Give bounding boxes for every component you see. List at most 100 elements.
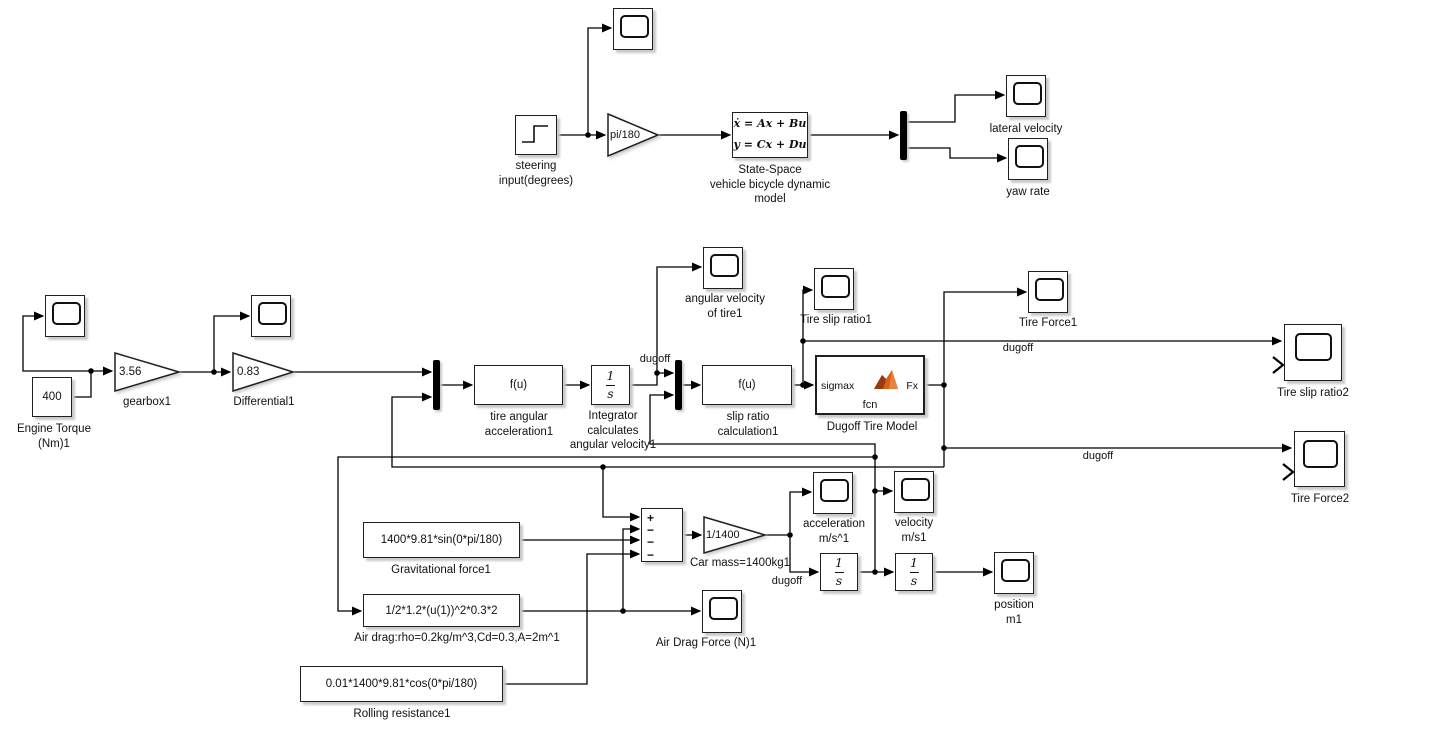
steering-input-label: steering input(degrees) bbox=[498, 160, 574, 187]
matlab-function-dugoff[interactable]: sigmax Fx fcn bbox=[815, 355, 925, 415]
scope-screen-icon bbox=[820, 479, 849, 502]
scope-engine-torque[interactable] bbox=[45, 295, 85, 337]
scope-tire-slip-ratio1[interactable] bbox=[814, 268, 854, 310]
gain-value: 0.83 bbox=[237, 366, 260, 378]
fcn-expression: 1/2*1.2*(u(1))^2*0.3*2 bbox=[385, 604, 498, 617]
constant-value: 400 bbox=[42, 391, 62, 403]
integrator-velocity[interactable]: 1 s bbox=[820, 553, 858, 591]
scope-lateral-velocity[interactable] bbox=[1006, 75, 1046, 117]
scope-yaw-rate[interactable] bbox=[1008, 138, 1048, 180]
scope-differential[interactable] bbox=[251, 295, 291, 337]
tire-angular-acceleration-label: tire angular acceleration1 bbox=[484, 411, 554, 438]
differential-label: Differential1 bbox=[233, 396, 295, 408]
state-space-label: State-Space vehicle bicycle dynamic mode… bbox=[709, 164, 831, 206]
sum-forces-block[interactable]: + − − − bbox=[641, 508, 683, 562]
fcn-label: fcn bbox=[862, 399, 878, 411]
scope-screen-icon bbox=[1035, 278, 1064, 301]
scope-air-drag-force[interactable] bbox=[702, 590, 742, 633]
unconnected-port-icon bbox=[1282, 463, 1295, 481]
dugoff-tire-model-label: Dugoff Tire Model bbox=[826, 421, 918, 433]
state-equation: ẋ = Ax + Bu bbox=[733, 117, 807, 131]
scope-screen-icon bbox=[52, 302, 81, 325]
output-equation: y = Cx + Du bbox=[733, 138, 807, 151]
constant-engine-torque[interactable]: 400 bbox=[32, 377, 72, 417]
input-port-label: sigmax bbox=[821, 380, 855, 392]
scope-velocity[interactable] bbox=[894, 471, 934, 513]
slip-ratio-label: slip ratio calculation1 bbox=[717, 411, 779, 438]
scope-screen-icon bbox=[1015, 145, 1044, 168]
gain-value: pi/180 bbox=[610, 129, 640, 141]
signal-label-dugoff: dugoff bbox=[639, 353, 671, 365]
car-mass-label: Car mass=1400kg1 bbox=[689, 557, 791, 569]
step-signal-icon bbox=[522, 125, 548, 143]
rolling-resistance-label: Rolling resistance1 bbox=[353, 708, 451, 720]
scope-angular-velocity-tire[interactable] bbox=[703, 247, 743, 289]
unconnected-port-icon bbox=[1272, 356, 1285, 374]
wire bbox=[622, 524, 641, 611]
sum-sign: − bbox=[647, 548, 655, 562]
fcn-expression: f(u) bbox=[738, 379, 756, 391]
integrator-position[interactable]: 1 s bbox=[895, 553, 933, 591]
gain-car-mass[interactable]: 1/1400 bbox=[703, 516, 766, 554]
frac-denominator: s bbox=[910, 572, 918, 588]
mux-slip-inputs[interactable] bbox=[675, 360, 682, 410]
output-port-label: Fx bbox=[906, 380, 918, 392]
fraction-bar-icon bbox=[606, 384, 615, 386]
gain-triangle-icon bbox=[114, 352, 180, 392]
gain-value: 1/1400 bbox=[706, 529, 740, 541]
engine-torque-label: Engine Torque (Nm)1 bbox=[17, 423, 91, 450]
fcn-expression: f(u) bbox=[509, 379, 528, 391]
wire bbox=[943, 287, 1028, 385]
position-label: position m1 bbox=[994, 599, 1034, 626]
matlab-logo-icon bbox=[874, 370, 898, 389]
tire-slip-ratio1-label: Tire slip ratio1 bbox=[800, 314, 872, 326]
integrator-angular-velocity[interactable]: 1 s bbox=[591, 365, 630, 405]
scope-position[interactable] bbox=[994, 552, 1034, 594]
mux-torque-fx[interactable] bbox=[433, 360, 440, 410]
fcn-air-drag[interactable]: 1/2*1.2*(u(1))^2*0.3*2 bbox=[363, 594, 520, 627]
gain-differential[interactable]: 0.83 bbox=[232, 352, 294, 392]
signal-label-dugoff: dugoff bbox=[771, 575, 803, 587]
yaw-rate-label: yaw rate bbox=[1006, 186, 1050, 198]
frac-denominator: s bbox=[835, 572, 843, 588]
scope-acceleration[interactable] bbox=[813, 472, 853, 514]
scope-screen-icon bbox=[258, 302, 287, 325]
wire bbox=[907, 147, 1008, 163]
scope-tire-force1[interactable] bbox=[1028, 271, 1068, 313]
scope-screen-icon bbox=[620, 15, 649, 38]
gravitational-force-label: Gravitational force1 bbox=[391, 564, 491, 576]
fcn-tire-angular-acceleration[interactable]: f(u) bbox=[474, 365, 563, 405]
demux-steering-outputs[interactable] bbox=[900, 111, 907, 160]
scope-steering[interactable] bbox=[613, 8, 653, 50]
frac-numerator: 1 bbox=[606, 368, 615, 383]
angular-velocity-tire-label: angular velocity of tire1 bbox=[685, 293, 765, 320]
gearbox-label: gearbox1 bbox=[123, 396, 171, 408]
fraction-bar-icon bbox=[909, 571, 919, 573]
wire bbox=[874, 486, 894, 572]
scope-screen-icon bbox=[1295, 333, 1332, 361]
scope-tire-slip-ratio2[interactable] bbox=[1284, 324, 1342, 381]
step-block-steering-input[interactable] bbox=[515, 115, 557, 155]
scope-screen-icon bbox=[709, 597, 738, 620]
tire-slip-ratio2-label: Tire slip ratio2 bbox=[1277, 387, 1349, 399]
frac-denominator: s bbox=[607, 385, 614, 401]
wire bbox=[802, 285, 814, 385]
constant-gravitational-force[interactable]: 1400*9.81*sin(0*pi/180) bbox=[363, 522, 520, 558]
acceleration-label: acceleration m/s^1 bbox=[802, 518, 866, 545]
gain-deg2rad[interactable]: pi/180 bbox=[607, 113, 659, 157]
fcn-slip-ratio[interactable]: f(u) bbox=[702, 365, 792, 405]
scope-screen-icon bbox=[1303, 440, 1338, 468]
state-space-block[interactable]: ẋ = Ax + Bu y = Cx + Du bbox=[732, 112, 808, 158]
integrator-angular-velocity-label: Integrator calculates angular velocity1 bbox=[569, 410, 657, 452]
constant-value: 0.01*1400*9.81*cos(0*pi/180) bbox=[325, 678, 478, 690]
wire bbox=[72, 366, 114, 398]
scope-tire-force2[interactable] bbox=[1294, 431, 1345, 487]
lateral-velocity-label: lateral velocity bbox=[989, 123, 1063, 135]
gain-value: 3.56 bbox=[119, 366, 142, 378]
constant-rolling-resistance[interactable]: 0.01*1400*9.81*cos(0*pi/180) bbox=[300, 666, 503, 702]
gain-gearbox[interactable]: 3.56 bbox=[114, 352, 180, 392]
wire bbox=[907, 90, 1006, 123]
wire bbox=[503, 549, 641, 685]
wire bbox=[602, 467, 641, 522]
